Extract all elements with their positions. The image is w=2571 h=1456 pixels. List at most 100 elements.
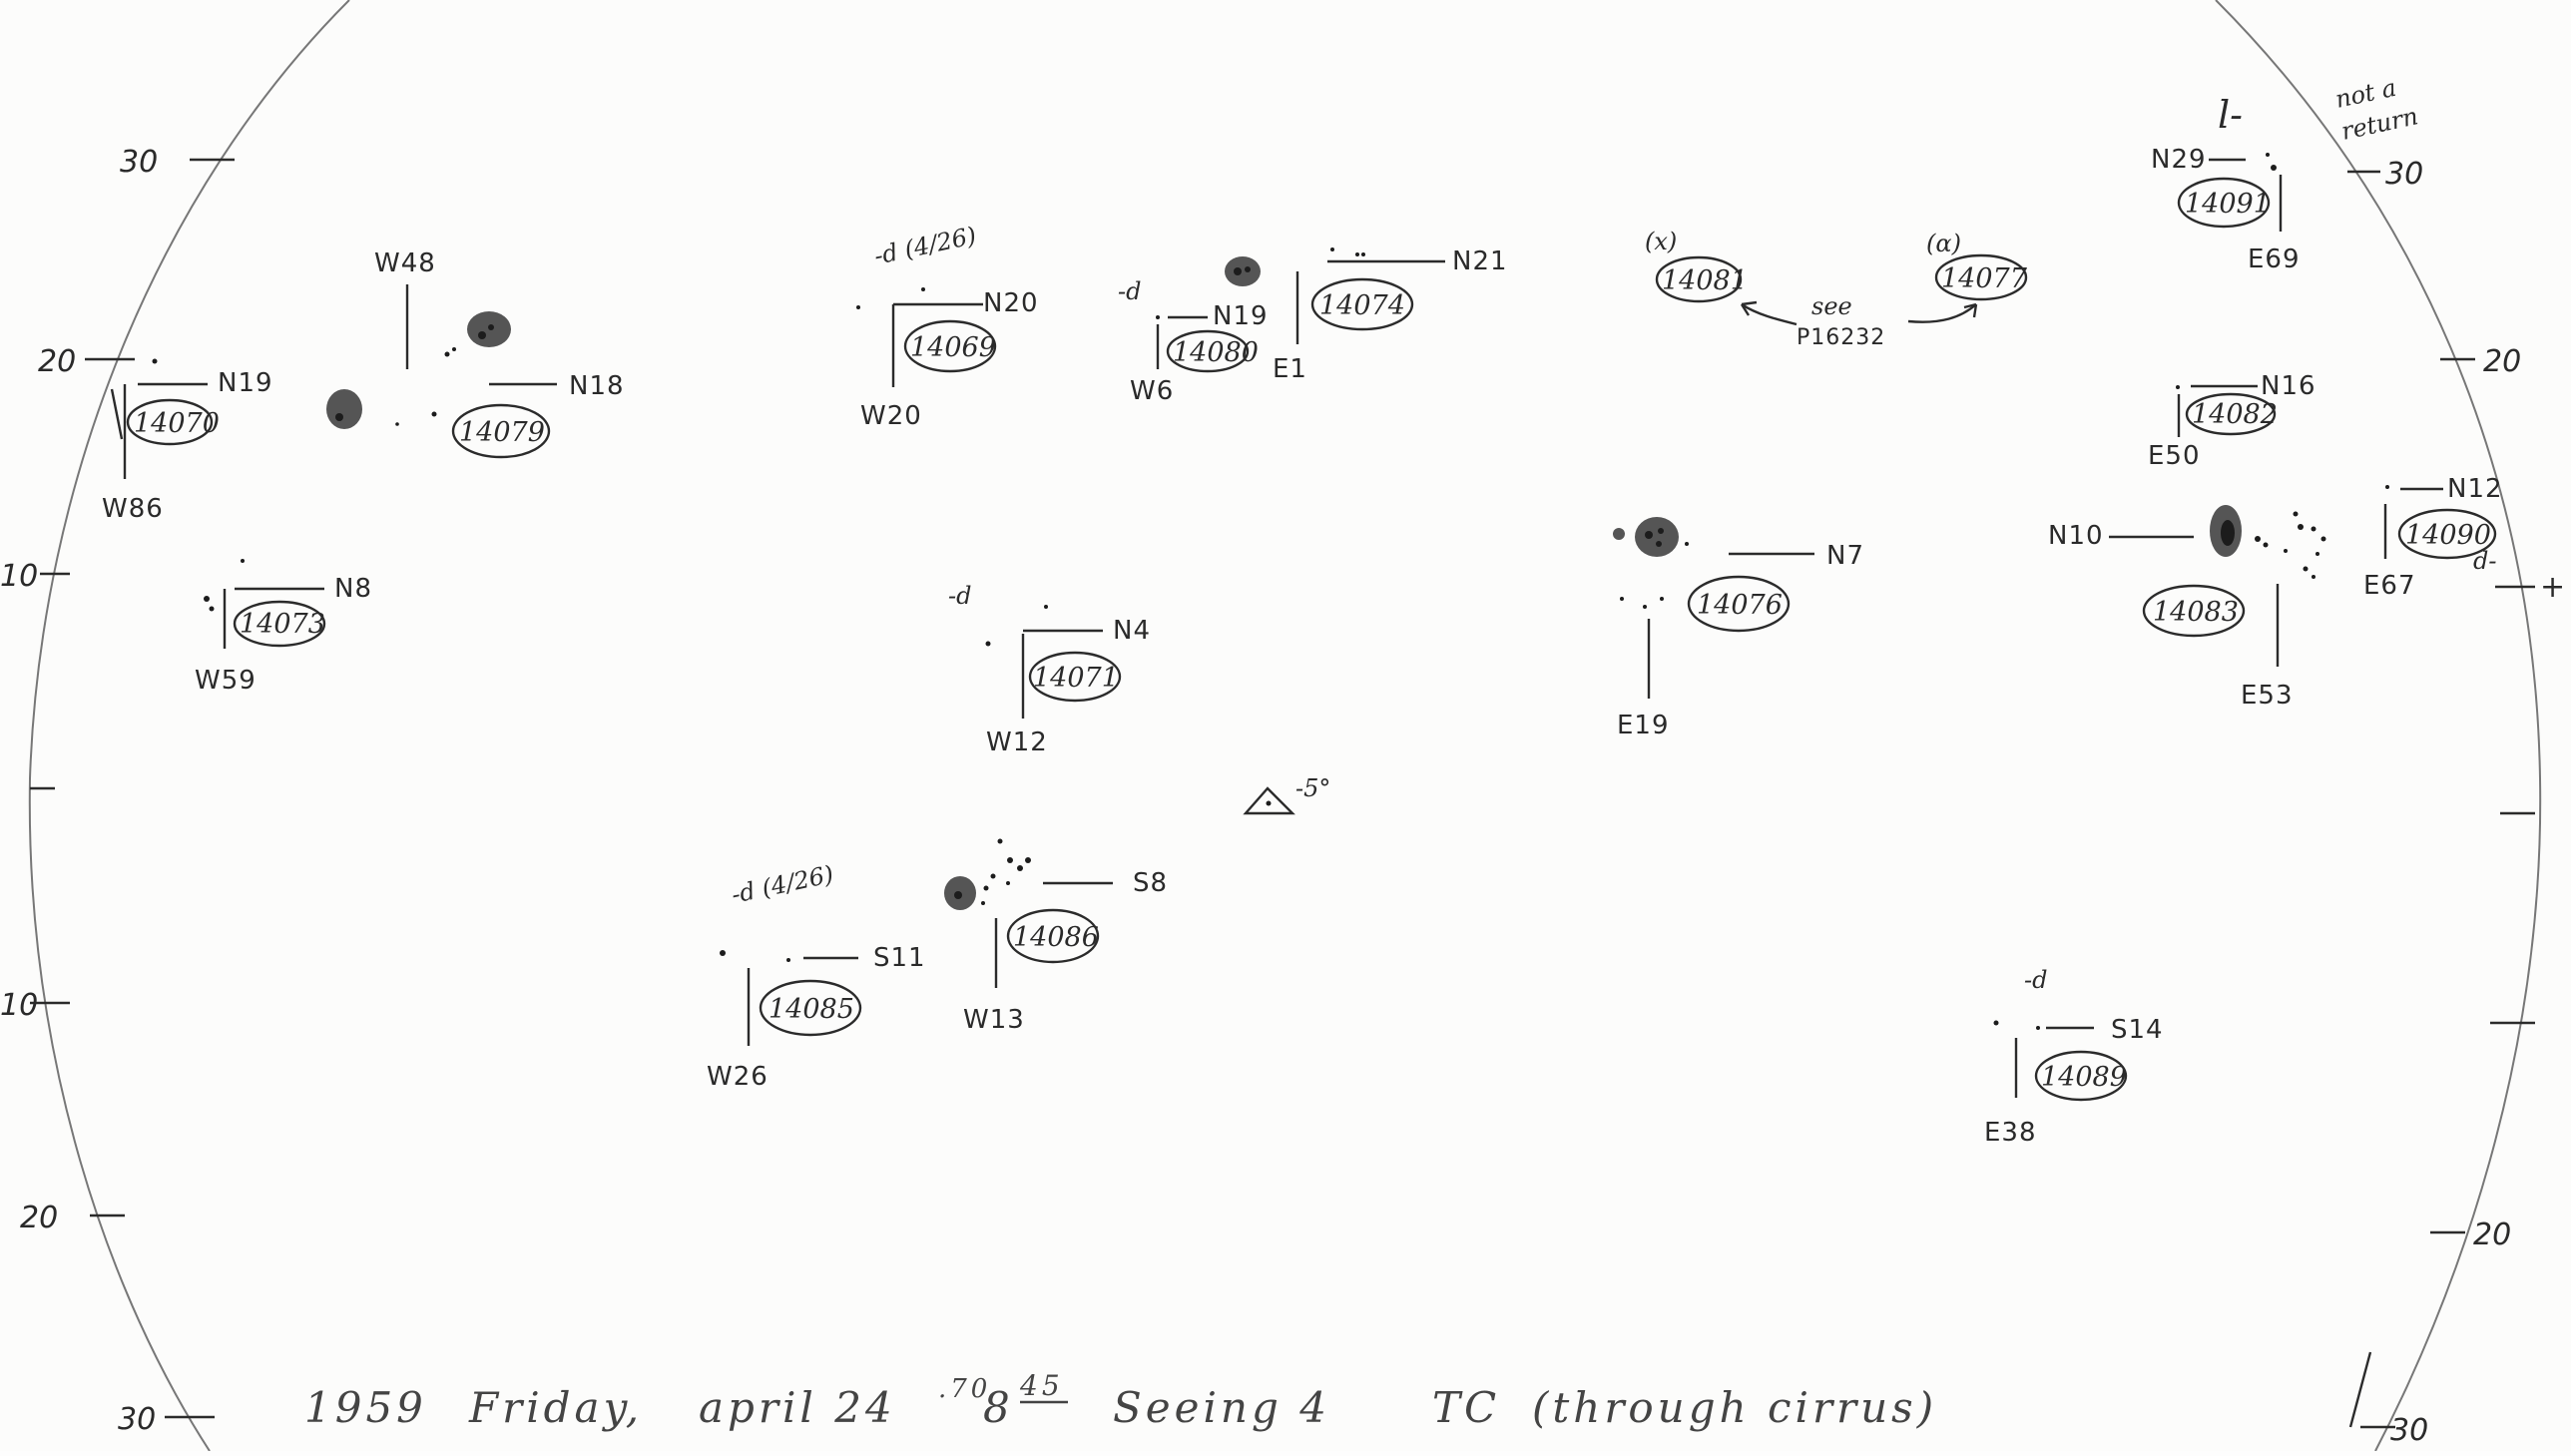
region-14069: -d (4/26) N20 14069 W20 [856,222,1039,431]
svg-text:E38: E38 [1984,1118,2037,1148]
svg-text:N20: N20 [983,288,1039,318]
not-a-return-note: not a return [2332,74,2420,146]
svg-text:20: 20 [2473,1217,2511,1252]
svg-text:14073: 14073 [240,609,325,640]
disk-limb-right [2215,0,2542,1452]
svg-text:N18: N18 [569,371,625,401]
svg-text:14081: 14081 [1662,265,1748,296]
svg-text:W48: W48 [374,248,436,278]
region-14073: N8 14073 W59 [195,559,372,696]
region-14080: -d N19 14080 W6 [1118,277,1269,406]
svg-text:W86: W86 [102,494,164,524]
svg-text:E19: E19 [1617,711,1670,740]
svg-text:E69: E69 [2248,244,2301,274]
svg-text:30: 30 [2390,1413,2428,1448]
svg-text:W12: W12 [986,728,1048,757]
svg-text:20: 20 [38,344,76,379]
svg-text:N4: N4 [1113,616,1151,646]
svg-text:14071: 14071 [1033,663,1119,694]
region-14076: N7 14076 E19 [1613,517,1864,740]
region-14083: N10 14083 E53 [2048,505,2326,711]
svg-text:.70: .70 [938,1374,991,1404]
svg-text:d-: d- [2473,547,2496,575]
svg-text:14077: 14077 [1941,263,2028,294]
disk-limb-left [28,0,350,1452]
region-14090: N12 14090 E67 d- [2363,474,2502,601]
svg-text:S11: S11 [873,943,926,973]
svg-text:E67: E67 [2363,571,2416,601]
svg-text:Friday,: Friday, [468,1383,643,1432]
disk-center-mark: -5° [1243,774,1330,815]
svg-text:-d: -d [2024,966,2047,994]
svg-text:N29: N29 [2151,145,2207,175]
svg-text:10: 10 [0,559,38,594]
svg-text:14082: 14082 [2192,399,2278,430]
svg-text:E50: E50 [2148,441,2201,471]
svg-text:-d: -d [948,582,971,610]
svg-text:20: 20 [20,1201,58,1235]
svg-text:S8: S8 [1133,868,1168,898]
region-14091: l- N29 14091 E69 [2151,93,2301,274]
svg-text:N21: N21 [1452,246,1508,276]
svg-text:see: see [1811,292,1852,320]
ref-14081: (x) 14081 [1645,228,1748,303]
svg-text:14086: 14086 [1013,922,1099,953]
svg-text:(through cirrus): (through cirrus) [1532,1383,1937,1432]
right-latitude-scale: 30 20 + 20 30 [2347,157,2565,1448]
region-14070: N19 14070 W86 [102,358,273,524]
svg-text:april 24: april 24 [699,1383,896,1432]
region-14079: W48 N18 14079 [326,248,625,459]
ref-14077: (α) 14077 [1926,230,2028,301]
svg-text:(x): (x) [1645,228,1677,255]
svg-text:20: 20 [2483,344,2521,379]
svg-text:W13: W13 [963,1005,1025,1035]
svg-text:-5°: -5° [1295,774,1330,802]
svg-text:1959: 1959 [304,1383,427,1432]
see-plate-note: see P16232 [1740,292,1978,350]
svg-text:W26: W26 [707,1062,769,1092]
svg-text:N19: N19 [1213,301,1269,331]
svg-text:E53: E53 [2241,681,2294,711]
svg-text:+: + [2540,570,2565,605]
svg-text:14091: 14091 [2185,189,2271,220]
svg-text:N8: N8 [334,574,372,604]
svg-text:l-: l- [2218,93,2243,137]
svg-text:W20: W20 [860,401,922,431]
svg-text:14089: 14089 [2041,1062,2127,1093]
svg-text:(α): (α) [1926,230,1961,257]
svg-text:N16: N16 [2261,371,2316,401]
observation-footer: 1959 Friday, april 24 .70 8 45 Seeing 4 … [304,1369,1937,1432]
svg-text:14070: 14070 [134,408,220,439]
svg-text:W6: W6 [1130,376,1174,406]
region-14089: -d S14 14089 E38 [1984,966,2163,1148]
svg-text:Seeing 4: Seeing 4 [1113,1383,1330,1432]
svg-text:14090: 14090 [2405,520,2491,551]
svg-text:E1: E1 [1273,354,1307,384]
svg-text:30: 30 [2385,157,2423,192]
svg-text:W59: W59 [195,666,257,696]
region-14086: S8 14086 W13 [944,838,1168,1035]
svg-text:30: 30 [120,145,158,180]
svg-text:10: 10 [0,988,38,1023]
svg-text:N19: N19 [218,368,273,398]
svg-text:14080: 14080 [1173,337,1259,368]
region-14085: -d (4/26) S11 14085 W26 [707,860,926,1092]
svg-text:14074: 14074 [1319,290,1405,321]
svg-text:-d: -d [1118,277,1141,305]
svg-text:8: 8 [983,1383,1014,1432]
svg-text:-d (4/26): -d (4/26) [729,860,835,909]
svg-text:-d (4/26): -d (4/26) [871,222,978,270]
svg-text:P16232: P16232 [1797,325,1885,350]
svg-text:TC: TC [1432,1383,1500,1432]
svg-text:14085: 14085 [769,994,854,1025]
svg-text:30: 30 [118,1402,156,1437]
svg-text:14083: 14083 [2153,597,2239,628]
region-14071: -d N4 14071 W12 [948,582,1151,757]
svg-text:14076: 14076 [1697,590,1783,621]
svg-text:45: 45 [1019,1369,1064,1402]
left-latitude-scale: 30 20 10 10 20 30 [0,145,235,1437]
svg-text:N10: N10 [2048,521,2104,551]
svg-text:N7: N7 [1826,541,1864,571]
